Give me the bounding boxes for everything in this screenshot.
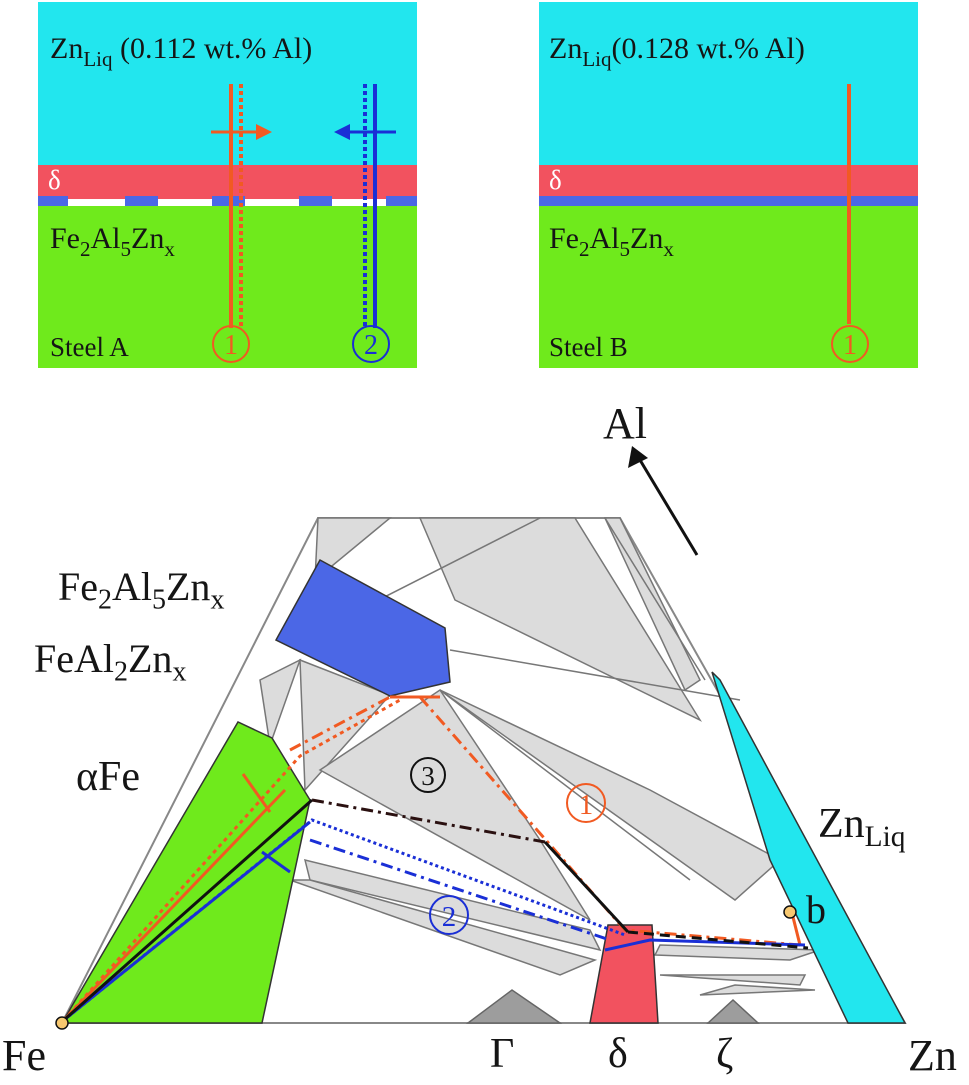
fe2al5-segment [125,196,158,206]
al-arrowhead [628,446,648,468]
zeta-phase-region [706,998,760,1024]
path-1-dotted-line [62,698,401,1021]
path-2-circle [352,325,390,363]
tie-line [604,517,706,681]
path-2-dotted-line [63,818,626,1022]
point-b [783,905,797,919]
zn-liquid-region [711,671,907,1024]
diffusion-paths: 1 [831,84,869,363]
point-b-label: b [806,887,826,932]
gamma-phase-region [465,989,563,1024]
liquid-zinc-layer [539,2,918,165]
path-1-line [62,788,287,1022]
path-3-number: 3 [421,761,435,791]
path-1-number: 1 [224,330,238,361]
tie-line [439,689,691,881]
steel-layer [539,206,918,368]
zeta-label: ζ [716,1031,734,1077]
liquid-label: ZnLiq (0.112 wt.% Al) [50,32,313,71]
phase-region [659,974,807,986]
phase-region [418,517,703,722]
fe2al5-label: Fe2Al5Znx [58,564,225,616]
phase-region [314,517,393,582]
steel-label: Steel B [549,332,628,362]
phase-region [289,879,598,976]
phase-region [259,658,302,746]
delta-label: δ [48,165,61,195]
path-1-circle [212,325,250,363]
phase-region [303,858,602,952]
fe-corner-label: Fe [2,1031,46,1080]
alloy-label: Fe2Al5Znx [50,222,175,261]
path-3-dashed-line [627,930,809,950]
fe2al5-layer [539,196,918,206]
tie-line [449,649,741,701]
gamma-label: Γ [490,1031,515,1077]
path-1-arrow-tick [241,773,272,813]
path-1-dashdot-line [289,695,391,752]
path-1-number: 1 [843,330,857,361]
path-3-line [63,798,313,1022]
steel-label: Steel A [50,332,129,362]
panel-steel-a: ZnLiq (0.112 wt.% Al) δ Fe2Al5Znx Steel … [38,2,417,368]
phase-region [603,517,701,692]
alpha-fe-label: αFe [76,754,141,800]
path-2-dashdot-line [309,838,611,942]
path-2-number: 2 [442,901,457,933]
alloy-label: Fe2Al5Znx [549,222,674,261]
path-1-number: 1 [579,789,594,821]
path-1-arrowhead [256,124,272,140]
panel-steel-b: ZnLiq(0.128 wt.% Al) δ Fe2Al5Znx Steel B… [539,2,918,368]
zn-liquid-label: ZnLiq [818,801,906,853]
path-2-arrow-tick [261,850,291,874]
path-2-circle [429,895,469,935]
path-1-to-b [790,912,802,946]
path-3-dashdot-line [311,798,546,844]
zn-corner-label: Zn [908,1031,957,1080]
liquid-zinc-layer [38,2,417,165]
al-direction-arrow [638,459,699,556]
delta-layer [539,165,918,199]
fe2al5-segment [212,196,245,206]
fe2al5-segment [299,196,332,206]
phase-region [699,984,816,996]
path-3-line [543,840,630,934]
axis-al-label: Al [603,399,647,448]
path-3-circle [410,757,446,793]
path-2-number: 2 [364,330,378,361]
delta-label: δ [549,165,562,195]
delta-layer [38,165,417,199]
path-1-circle [566,783,606,823]
alpha-fe-phase-region [60,721,311,1024]
delta-label: δ [608,1031,628,1077]
fe2al5-segment [38,196,68,206]
path-1-circle [831,325,869,363]
feal2-label: FeAl2Znx [34,636,187,688]
fe-point [55,1016,69,1030]
liquid-label: ZnLiq(0.128 wt.% Al) [549,32,805,71]
fe2al5-segment [386,196,417,206]
diffusion-paths: 1 2 [211,84,396,363]
phase-region [299,658,392,792]
path-2-solid-line [604,938,806,952]
path-2-arrowhead [334,124,350,140]
fe2al5-phase-region [274,558,451,697]
